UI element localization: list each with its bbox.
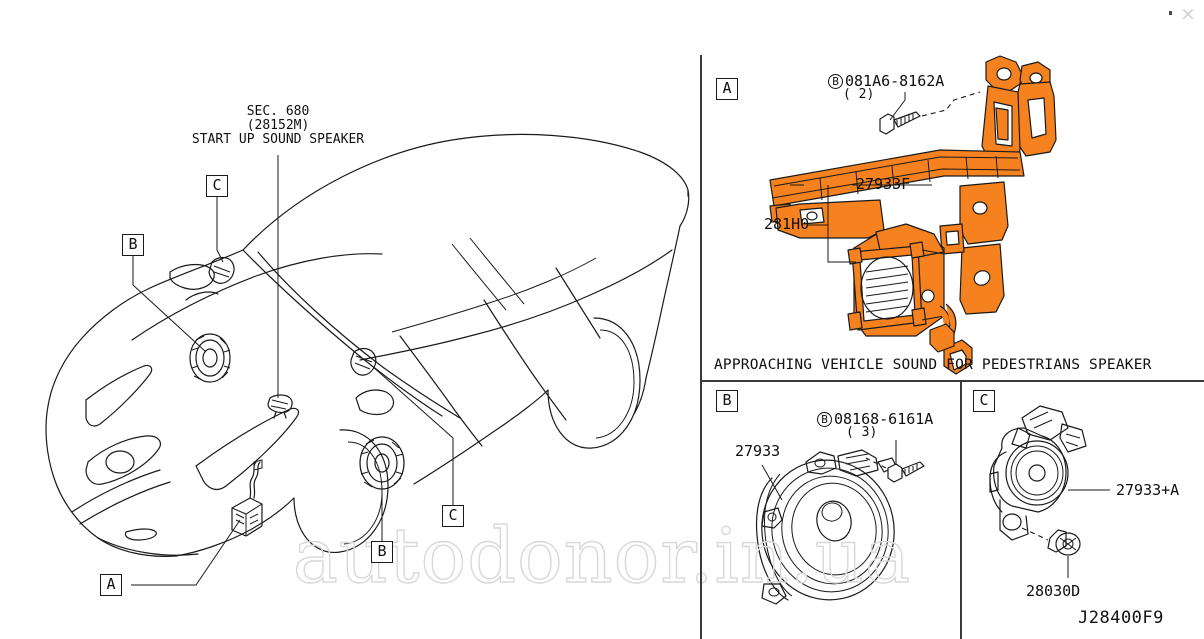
panel-c-letter[interactable]: C bbox=[973, 390, 995, 412]
divider-vertical-b-c bbox=[960, 382, 962, 639]
vehicle-callout-b-left[interactable]: B bbox=[122, 234, 144, 256]
panel-a-bolt-marker: B bbox=[828, 74, 843, 89]
panel-b-bolt-number: 08168-6161A bbox=[834, 410, 934, 428]
panel-c-part-27933A: 27933+A bbox=[1116, 481, 1180, 499]
panel-b-bolt-marker: B bbox=[817, 412, 832, 427]
panel-b-bolt-qty: ( 3) bbox=[846, 425, 878, 440]
panel-b-part-27933: 27933 bbox=[735, 442, 781, 460]
car-part-avas-module bbox=[231, 459, 263, 537]
panel-a-speaker bbox=[847, 223, 973, 375]
panel-b-speaker bbox=[755, 440, 925, 605]
panel-a-caption: APPROACHING VEHICLE SOUND FOR PEDESTRIAN… bbox=[714, 357, 1152, 373]
car-part-door-speaker-left bbox=[189, 333, 231, 383]
vehicle-leader-lines bbox=[131, 155, 454, 586]
vehicle-callout-c-top[interactable]: C bbox=[206, 175, 228, 197]
panel-b-letter[interactable]: B bbox=[716, 390, 738, 412]
panel-a-part-281H0: 281H0 bbox=[764, 215, 810, 233]
dot-marker bbox=[1169, 11, 1172, 15]
panel-a-letter[interactable]: A bbox=[716, 78, 738, 100]
panel-a-bolt-number: 081A6-8162A bbox=[845, 72, 945, 90]
car-part-tweeter-right bbox=[350, 347, 377, 376]
divider-horizontal-a-bc bbox=[700, 380, 1204, 382]
diagram-code: J28400F9 bbox=[1078, 608, 1164, 628]
vehicle-note-line3: START UP SOUND SPEAKER bbox=[191, 132, 365, 147]
vehicle-callout-c-right[interactable]: C bbox=[442, 505, 464, 527]
divider-vertical-main bbox=[700, 55, 702, 639]
vehicle-note-line1: SEC. 680 bbox=[246, 104, 310, 119]
panel-a-bolt-qty: ( 2) bbox=[843, 87, 875, 102]
vehicle-callout-b-bottom[interactable]: B bbox=[371, 541, 393, 563]
panel-a-part-27933F: 27933F bbox=[856, 175, 911, 193]
panel-c-tweeter bbox=[989, 405, 1110, 578]
close-icon[interactable]: × bbox=[1180, 3, 1196, 25]
car-part-tweeter-left bbox=[208, 256, 235, 284]
panel-a-leader-lines bbox=[790, 184, 932, 263]
panel-a-assembly-dash bbox=[921, 91, 981, 117]
vehicle-callout-a-bottom[interactable]: A bbox=[100, 574, 122, 596]
car-part-door-speaker-rear bbox=[359, 436, 405, 490]
car-part-dash-speaker bbox=[267, 394, 293, 419]
panel-a-bolt bbox=[879, 92, 921, 135]
panel-c-part-28030D: 28030D bbox=[1026, 582, 1081, 600]
vehicle-note-line2: (28152M) bbox=[246, 118, 310, 133]
